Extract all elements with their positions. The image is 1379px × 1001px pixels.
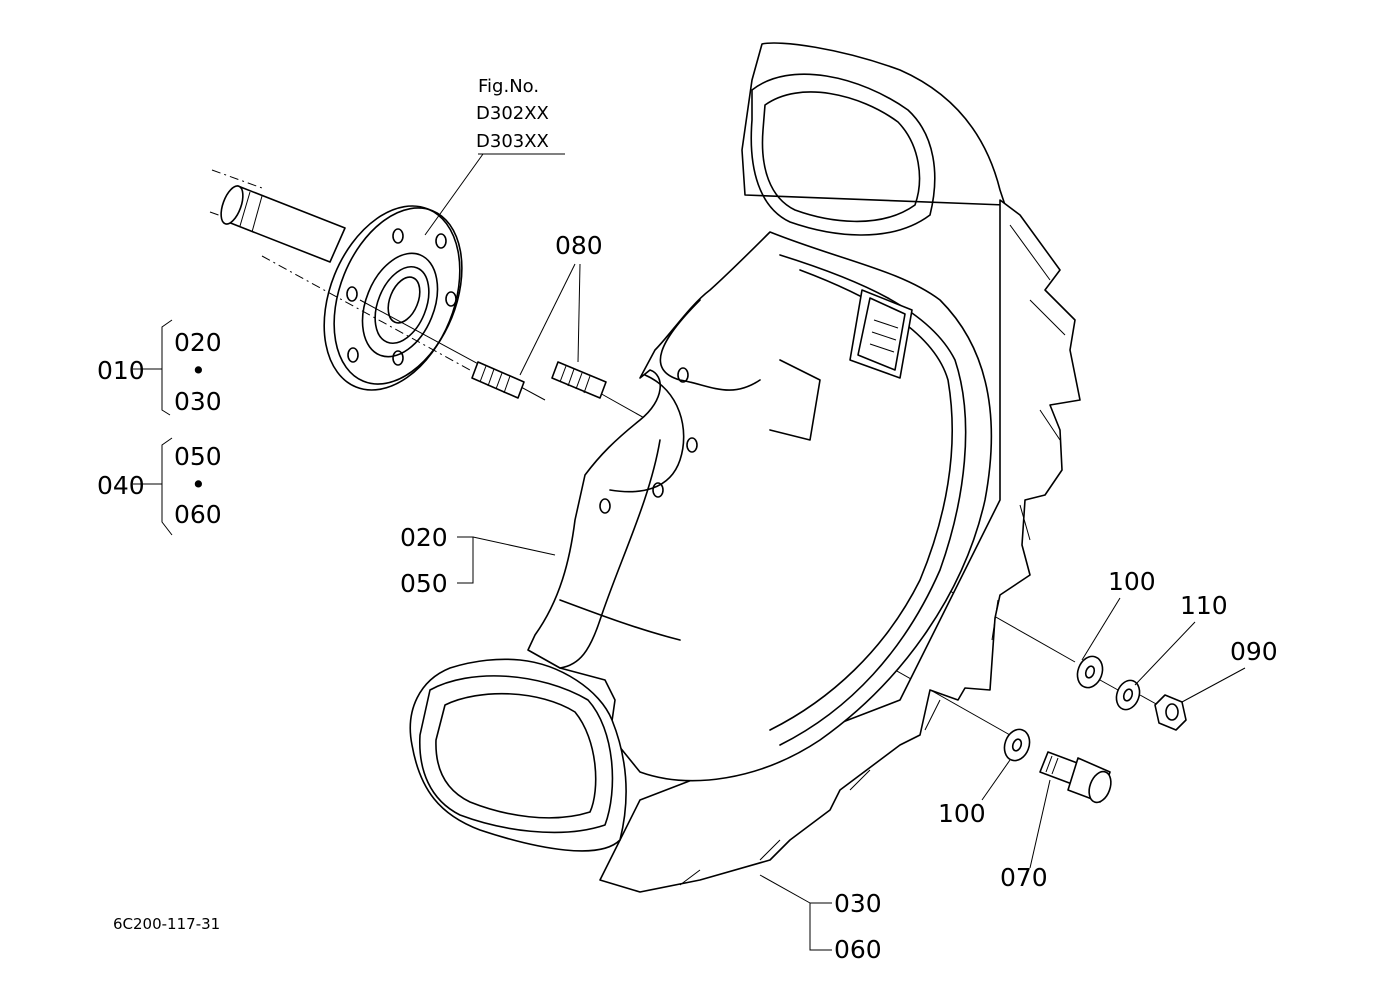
bolt-070 — [1039, 751, 1112, 804]
callout-010-sep: • — [191, 356, 206, 385]
callout-010: 010 — [97, 356, 145, 385]
callout-100-lower: 100 — [938, 799, 986, 828]
callout-010-020: 020 — [174, 328, 222, 357]
fig-no-value-1: D302XX — [476, 103, 549, 124]
tire-tread-outer — [599, 199, 1081, 893]
washer-100-lower — [1003, 728, 1031, 762]
callout-090: 090 — [1230, 637, 1278, 666]
callout-rim-020: 020 — [400, 523, 448, 552]
callout-group-010: 010 020 • 030 — [97, 328, 222, 416]
callout-040-050: 050 — [174, 442, 222, 471]
nut-090 — [1154, 694, 1187, 731]
fig-no-label: Fig.No. — [478, 76, 539, 97]
callout-080: 080 — [555, 231, 603, 260]
axle-shaft — [209, 169, 346, 263]
callout-010-030: 030 — [174, 387, 222, 416]
callout-tire-030: 030 — [834, 889, 882, 918]
callout-100-upper: 100 — [1108, 567, 1156, 596]
tire-upper-section — [741, 42, 1006, 206]
fig-no-value-2: D303XX — [476, 131, 549, 152]
valve-stem — [849, 289, 913, 379]
callout-040-060: 060 — [174, 500, 222, 529]
tire-lower-section — [409, 658, 627, 852]
drawing-code: 6C200-117-31 — [113, 915, 220, 933]
callout-040-sep: • — [191, 470, 206, 499]
callout-tire-060: 060 — [834, 935, 882, 964]
callout-040: 040 — [97, 471, 145, 500]
spring-washer-110 — [1115, 679, 1141, 711]
hub-flange — [323, 205, 463, 391]
callout-group-040: 040 050 • 060 — [97, 442, 222, 529]
wheel-stud-left — [471, 361, 525, 399]
washer-100-upper — [1076, 655, 1104, 689]
leader-lines — [133, 153, 1246, 951]
figure-number-block: Fig.No. D302XX D303XX — [476, 76, 549, 152]
callout-110: 110 — [1180, 591, 1228, 620]
wheel-stud-right — [551, 361, 607, 399]
tire-and-rim-cutaway — [409, 42, 1081, 893]
callout-rim-050: 050 — [400, 569, 448, 598]
callout-070: 070 — [1000, 863, 1048, 892]
